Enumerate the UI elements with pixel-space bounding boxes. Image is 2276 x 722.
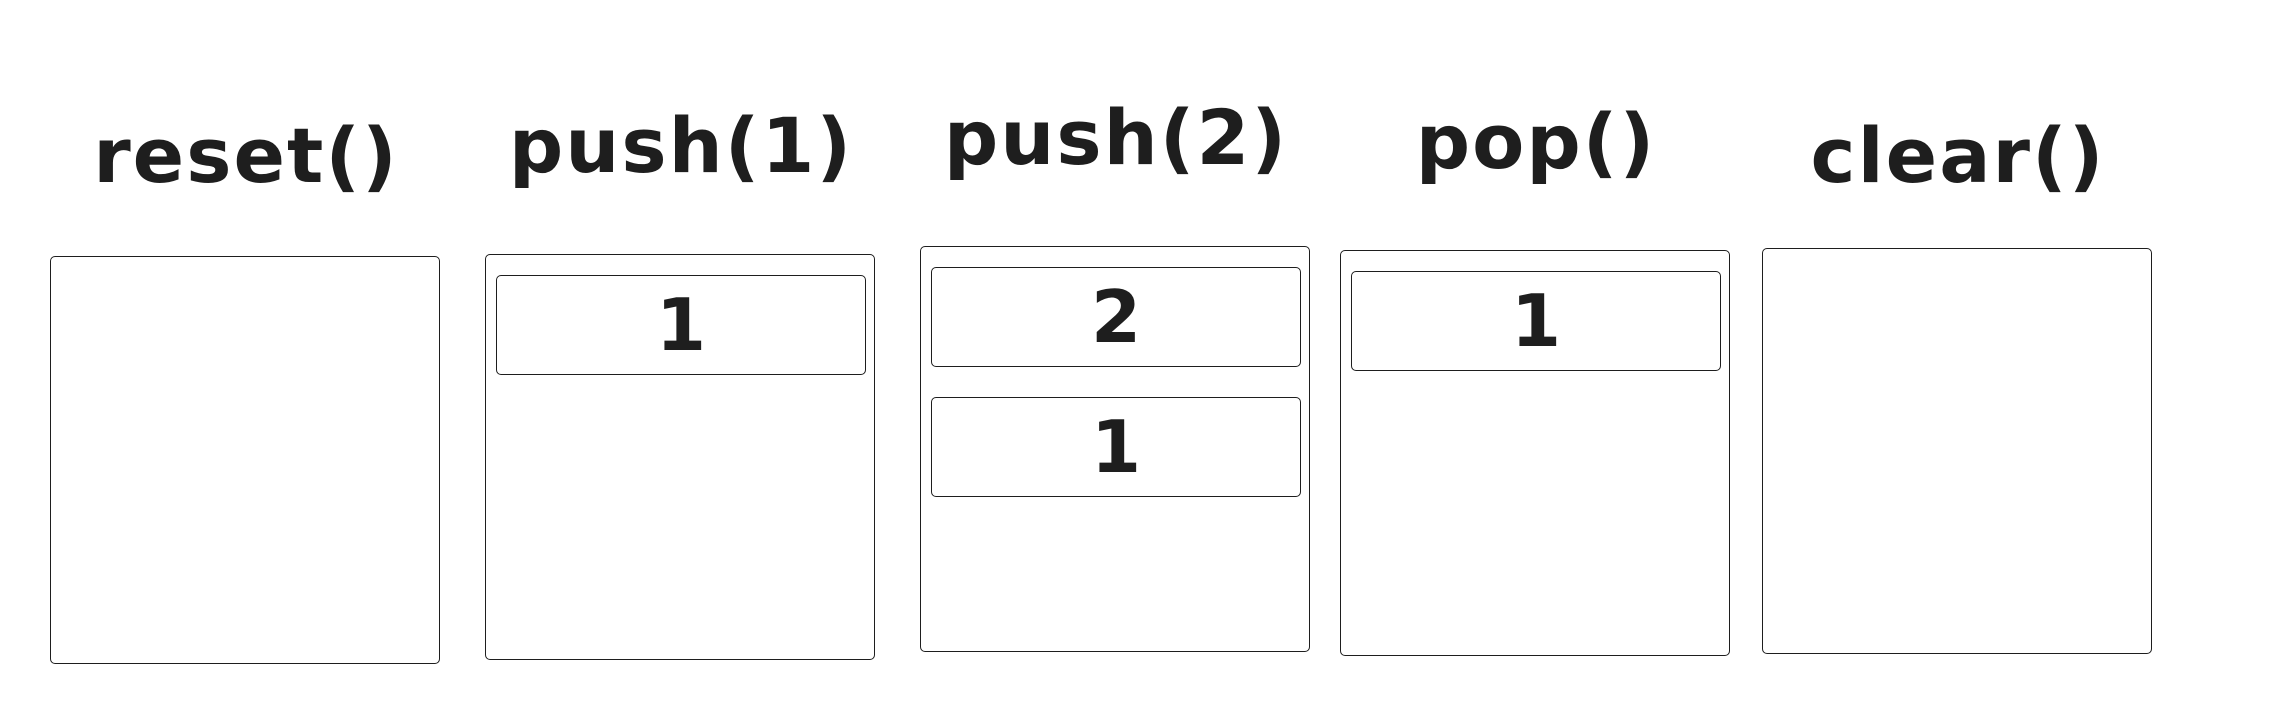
- stack-container: 1: [485, 254, 875, 660]
- operation-column: push(1) 1: [485, 0, 877, 722]
- stack-container: 1: [1340, 250, 1730, 656]
- stack-item: 1: [496, 275, 866, 375]
- stack-item: 1: [931, 397, 1301, 497]
- stack-item: 2: [931, 267, 1301, 367]
- operation-label: clear(): [1810, 111, 2106, 200]
- stack-container: [50, 256, 440, 664]
- operation-label: push(2): [943, 93, 1289, 182]
- stack-item: 1: [1351, 271, 1721, 371]
- operation-column: clear(): [1762, 0, 2154, 722]
- operation-column: reset(): [50, 0, 442, 722]
- operation-label: reset(): [93, 111, 399, 200]
- operation-column: pop() 1: [1340, 0, 1732, 722]
- operation-label: push(1): [508, 101, 854, 190]
- stack-container: [1762, 248, 2152, 654]
- operation-label: pop(): [1415, 97, 1657, 186]
